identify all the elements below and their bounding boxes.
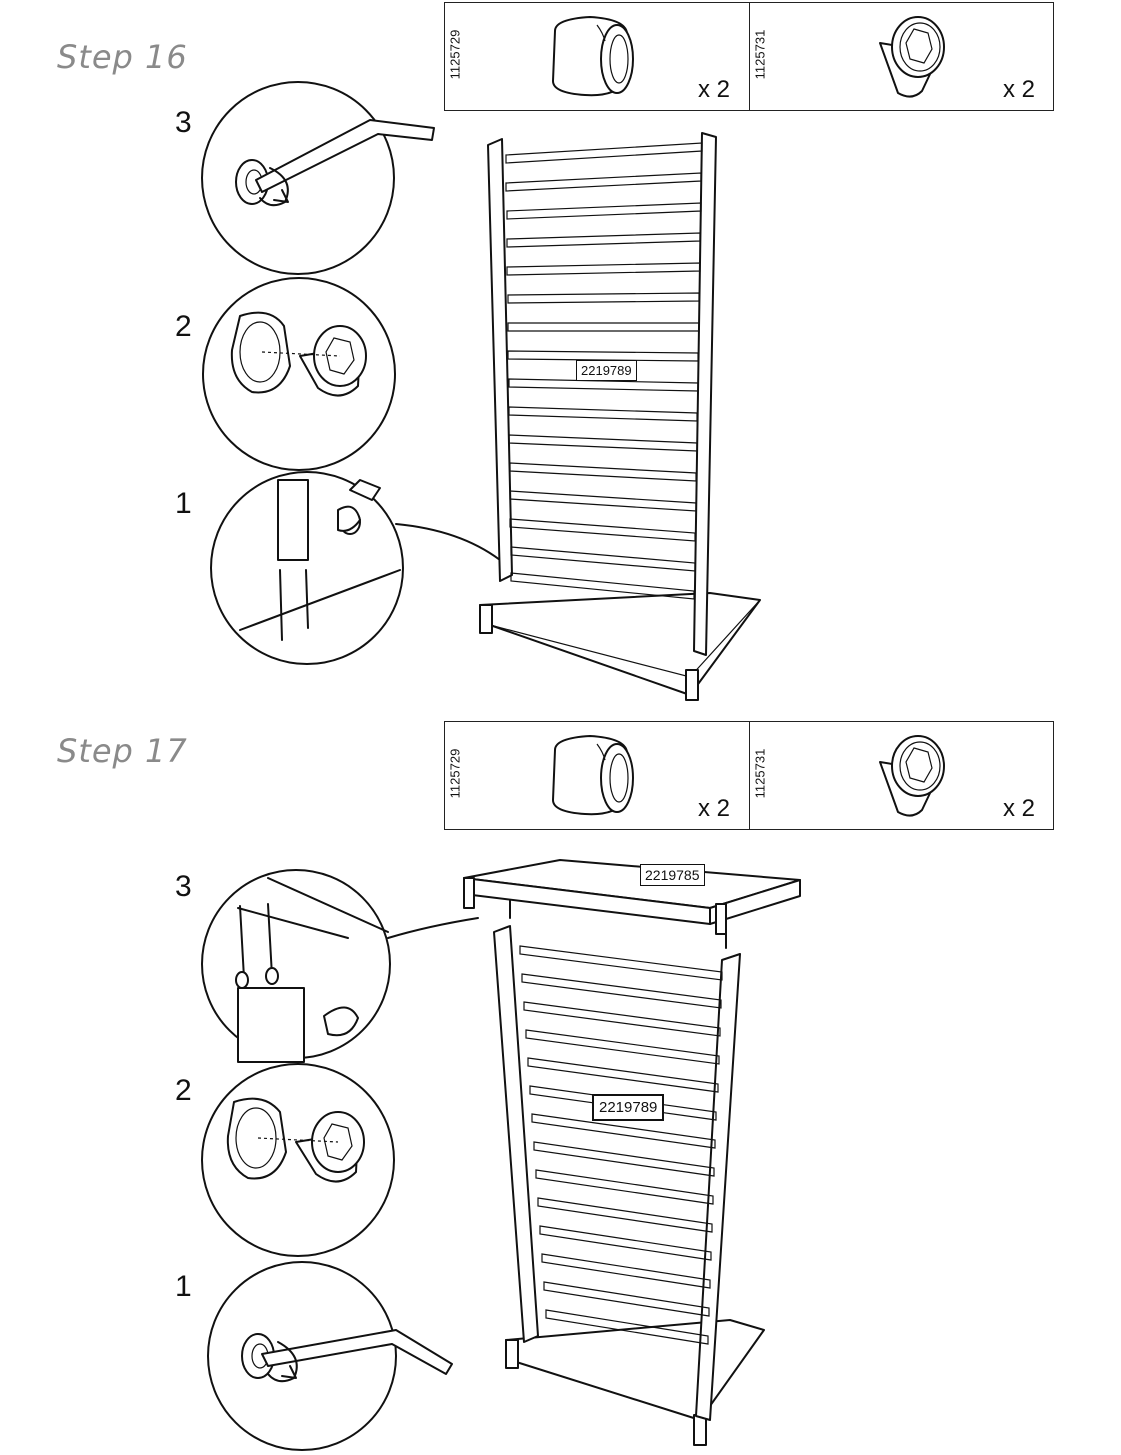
part-cell: 1125729 x 2 (445, 3, 748, 110)
substep-number: 1 (175, 487, 192, 520)
cap-icon (552, 735, 634, 816)
quantity: x 2 (697, 795, 730, 822)
step-17-parts-box: 1125729 x 2 1125731 x 2 (444, 721, 1054, 830)
part-number: 1125729 (447, 748, 463, 799)
step-16-title: Step 16 (57, 38, 188, 76)
panel-part-label: 2219789 (576, 360, 637, 381)
part-number: 1125731 (752, 29, 768, 80)
display-rack-assembly (479, 132, 761, 701)
quantity: x 2 (1002, 76, 1035, 103)
substep-number: 2 (175, 310, 192, 343)
quantity: x 2 (697, 76, 730, 103)
substep-number: 2 (175, 1074, 192, 1107)
detail-circle-plug (201, 1063, 395, 1257)
display-rack-with-top-shelf (463, 859, 801, 1446)
detail-circle-hex-key (207, 1261, 453, 1451)
quantity: x 2 (1002, 795, 1035, 822)
detail-circle-hex-key (201, 81, 435, 275)
part-cell: 1125731 x 2 (749, 3, 1053, 110)
substep-number: 1 (175, 1270, 192, 1303)
part-number: 1125731 (752, 748, 768, 799)
substep-number: 3 (175, 106, 192, 139)
shelf-part-label: 2219785 (640, 864, 705, 886)
step-17-title: Step 17 (57, 732, 188, 770)
detail-circle-pins (210, 471, 501, 665)
part-cell: 1125731 x 2 (749, 722, 1053, 829)
plug-icon (879, 16, 945, 98)
cap-icon (552, 16, 634, 97)
substep-number: 3 (175, 870, 192, 903)
detail-circle-top-pins (201, 869, 479, 1063)
step-16-parts-box: 1125729 x 2 1125731 x 2 (444, 2, 1054, 111)
plug-icon (879, 735, 945, 817)
part-cell: 1125729 x 2 (445, 722, 748, 829)
panel-part-label: 2219789 (592, 1094, 665, 1121)
detail-circle-plug (202, 277, 396, 471)
